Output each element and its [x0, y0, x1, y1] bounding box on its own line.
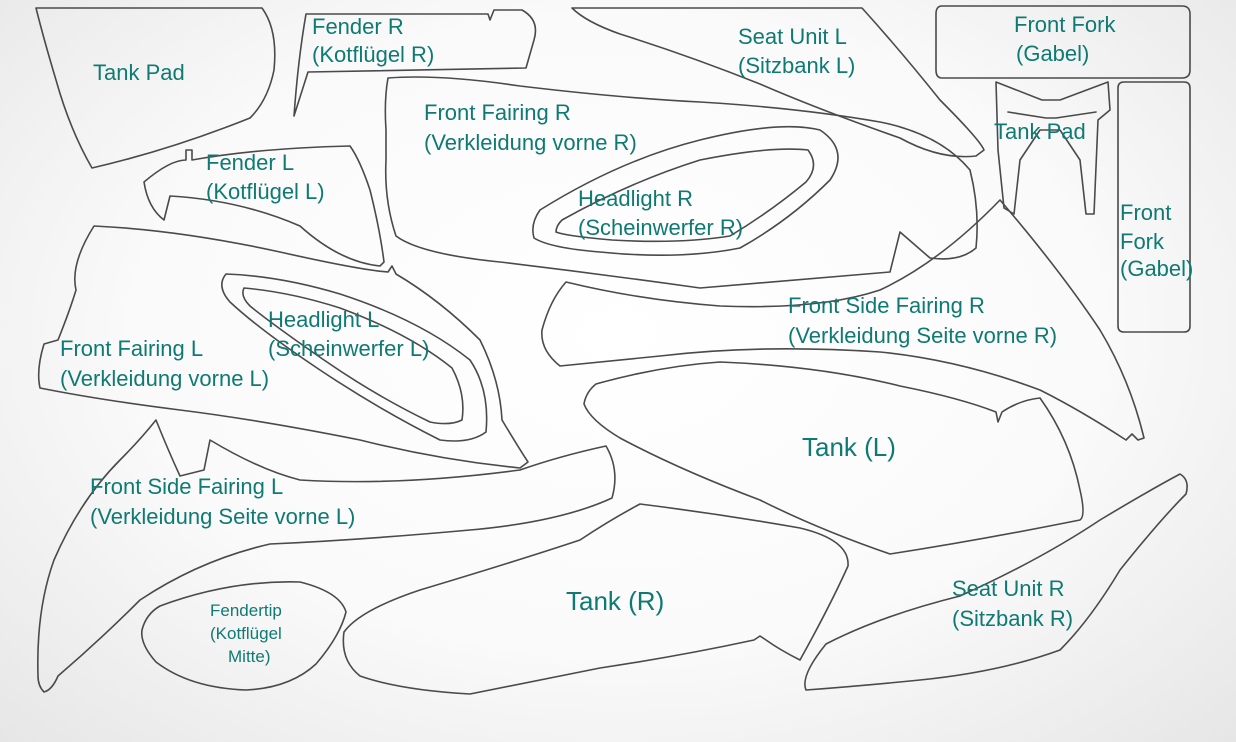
label-tank-l: Tank (L) [802, 432, 896, 462]
label-front-fairing-r: Front Fairing R [424, 100, 571, 125]
label-headlight-l-de: (Scheinwerfer L) [268, 336, 429, 361]
label-fender-r: Fender R [312, 14, 404, 39]
label-fender-l-de: (Kotflügel L) [206, 179, 325, 204]
label-fender-r-de: (Kotflügel R) [312, 42, 434, 67]
outline-headlight-l-outer [221, 273, 488, 442]
label-tank-r: Tank (R) [566, 586, 664, 616]
outline-tank-pad-right-inner [1007, 111, 1097, 119]
label-front-fairing-r-de: (Verkleidung vorne R) [424, 130, 637, 155]
label-seat-unit-r-de: (Sitzbank R) [952, 606, 1073, 631]
label-front-fairing-l: Front Fairing L [60, 336, 203, 361]
label-front-fairing-l-de: (Verkleidung vorne L) [60, 366, 269, 391]
outline-front-side-fairing-r [541, 199, 1145, 441]
outline-front-fork-side [1117, 81, 1191, 333]
label-seat-unit-l: Seat Unit L [738, 24, 847, 49]
outline-front-side-fairing-l [37, 419, 616, 693]
label-front-fork-top-de: (Gabel) [1016, 41, 1089, 66]
outline-headlight-r-inner [555, 148, 815, 243]
label-front-side-fairing-r: Front Side Fairing R [788, 293, 985, 318]
label-front-side-fairing-l-de: (Verkleidung Seite vorne L) [90, 504, 355, 529]
label-tank-pad-right: Tank Pad [994, 119, 1086, 144]
outline-tank-l [583, 361, 1084, 555]
label-headlight-r: Headlight R [578, 186, 693, 211]
label-fendertip-de-1: (Kotflügel [210, 624, 282, 643]
label-tank-pad-left: Tank Pad [93, 60, 185, 85]
outline-fender-r [293, 9, 537, 117]
outline-front-fork-top [935, 5, 1191, 79]
label-front-fork-side-1: Front [1120, 200, 1171, 225]
outline-front-fairing-l [37, 225, 529, 469]
label-front-fork-side-de: (Gabel) [1120, 256, 1193, 281]
outline-headlight-l-inner [242, 287, 464, 425]
label-fendertip-de-2: Mitte) [228, 647, 271, 666]
label-fendertip: Fendertip [210, 601, 282, 620]
outline-fender-l [143, 145, 385, 267]
outline-fendertip [140, 581, 347, 691]
label-front-side-fairing-r-de: (Verkleidung Seite vorne R) [788, 323, 1057, 348]
label-front-side-fairing-l: Front Side Fairing L [90, 474, 283, 499]
outline-tank-pad-left [35, 7, 276, 169]
outline-front-fairing-r [384, 76, 978, 289]
label-headlight-l: Headlight L [268, 307, 379, 332]
label-fender-l: Fender L [206, 150, 294, 175]
outline-tank-pad-right [995, 81, 1111, 215]
outline-seat-unit-r [804, 473, 1188, 691]
label-headlight-r-de: (Scheinwerfer R) [578, 215, 743, 240]
outline-tank-r [342, 503, 849, 695]
label-front-fork-top: Front Fork [1014, 12, 1116, 37]
outline-seat-unit-l [571, 7, 985, 158]
label-seat-unit-l-de: (Sitzbank L) [738, 53, 855, 78]
label-seat-unit-r: Seat Unit R [952, 576, 1065, 601]
outline-headlight-r-outer [532, 125, 839, 256]
label-front-fork-side-2: Fork [1120, 229, 1165, 254]
